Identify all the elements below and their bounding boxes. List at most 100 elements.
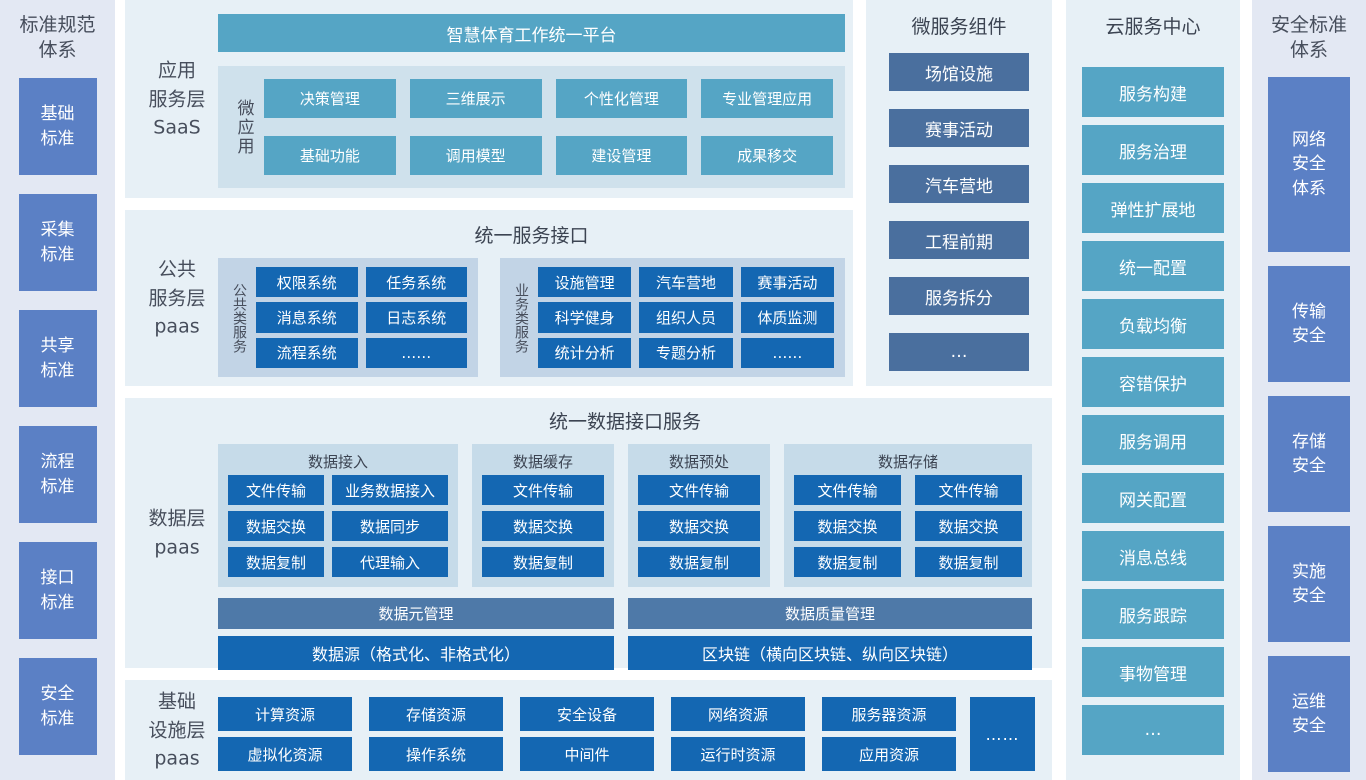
svc-task-system[interactable]: 任务系统 [365, 267, 467, 298]
standards-spec-panel: 标准规范 体系 基础 标准 采集 标准 共享 标准 流程 标准 接口 标准 安全… [0, 0, 115, 780]
cloud-fault-tolerance[interactable]: 容错保护 [1082, 357, 1224, 407]
svc-scientific-fitness[interactable]: 科学健身 [538, 302, 632, 333]
standard-item-collection[interactable]: 采集 标准 [18, 194, 97, 292]
svc-fitness-monitoring[interactable]: 体质监测 [740, 302, 834, 333]
ds-file-transfer-2[interactable]: 文件传输 [915, 475, 1022, 505]
ms-service-split[interactable]: 服务拆分 [889, 277, 1029, 315]
app-deliverables-transfer[interactable]: 成果移交 [701, 136, 833, 175]
svc-statistical-analysis[interactable]: 统计分析 [538, 337, 632, 368]
ds-data-exchange-2[interactable]: 数据交换 [915, 511, 1022, 541]
cloud-load-balancing[interactable]: 负载均衡 [1082, 299, 1224, 349]
platform-title-bar[interactable]: 智慧体育工作统一平台 [218, 14, 845, 52]
res-security-device[interactable]: 安全设备 [520, 697, 654, 731]
ms-venue-facility[interactable]: 场馆设施 [889, 53, 1029, 91]
da-data-replication[interactable]: 数据复制 [228, 547, 324, 577]
svc-permission-system[interactable]: 权限系统 [256, 267, 358, 298]
cloud-message-bus[interactable]: 消息总线 [1082, 531, 1224, 581]
svc-log-system[interactable]: 日志系统 [365, 302, 467, 333]
data-access-title: 数据接入 [307, 453, 368, 471]
app-3d-display[interactable]: 三维展示 [409, 79, 542, 118]
app-professional-mgmt[interactable]: 专业管理应用 [701, 79, 833, 118]
security-standards-title: 安全标准 体系 [1270, 14, 1347, 62]
res-middleware[interactable]: 中间件 [520, 737, 654, 771]
data-source-row: 数据源（格式化、非格式化） 区块链（横向区块链、纵向区块链） [218, 636, 1032, 670]
app-personalized-mgmt[interactable]: 个性化管理 [555, 79, 688, 118]
dc-file-transfer[interactable]: 文件传输 [482, 475, 604, 505]
cloud-transaction-mgmt[interactable]: 事物管理 [1082, 647, 1224, 697]
data-storage-grid: 文件传输 文件传输 数据交换 数据交换 数据复制 数据复制 [794, 475, 1022, 577]
res-os[interactable]: 操作系统 [369, 737, 503, 771]
res-virtualization[interactable]: 虚拟化资源 [218, 737, 352, 771]
app-basic-functions[interactable]: 基础功能 [264, 136, 396, 175]
svc-facility-mgmt[interactable]: 设施管理 [538, 267, 632, 298]
infra-layer-content: 计算资源 存储资源 安全设备 网络资源 服务器资源 虚拟化资源 操作系统 中间件… [218, 680, 1035, 771]
app-decision-mgmt[interactable]: 决策管理 [264, 79, 396, 118]
dp-data-replication[interactable]: 数据复制 [638, 547, 760, 577]
res-runtime[interactable]: 运行时资源 [671, 737, 805, 771]
sec-storage-security[interactable]: 存储 安全 [1268, 396, 1350, 513]
data-layer-content: 统一数据接口服务 数据接入 文件传输 业务数据接入 数据交换 数据同步 数据复制… [218, 398, 1032, 670]
data-access-grid: 文件传输 业务数据接入 数据交换 数据同步 数据复制 代理输入 [228, 475, 448, 577]
standard-item-interface[interactable]: 接口 标准 [18, 542, 97, 640]
cloud-service-invocation[interactable]: 服务调用 [1082, 415, 1224, 465]
sec-transmission-security[interactable]: 传输 安全 [1268, 266, 1350, 383]
da-proxy-input[interactable]: 代理输入 [332, 547, 448, 577]
ms-more[interactable]: … [889, 333, 1029, 371]
data-source-bar[interactable]: 数据源（格式化、非格式化） [218, 636, 614, 670]
standard-item-sharing[interactable]: 共享 标准 [18, 310, 97, 408]
ms-auto-camp[interactable]: 汽车营地 [889, 165, 1029, 203]
app-construction-mgmt[interactable]: 建设管理 [555, 136, 688, 175]
sec-ops-security[interactable]: 运维 安全 [1268, 656, 1350, 773]
res-storage[interactable]: 存储资源 [369, 697, 503, 731]
security-standards-list: 网络 安全 体系 传输 安全 存储 安全 实施 安全 运维 安全 [1268, 77, 1350, 773]
sec-implementation-security[interactable]: 实施 安全 [1268, 526, 1350, 643]
da-data-sync[interactable]: 数据同步 [332, 511, 448, 541]
cloud-elastic-scaling[interactable]: 弹性扩展地 [1082, 183, 1224, 233]
cloud-service-tracking[interactable]: 服务跟踪 [1082, 589, 1224, 639]
svc-topic-analysis[interactable]: 专题分析 [639, 337, 733, 368]
res-more[interactable]: …… [970, 697, 1035, 771]
res-server[interactable]: 服务器资源 [822, 697, 956, 731]
standard-item-process[interactable]: 流程 标准 [18, 426, 97, 524]
microservices-list: 场馆设施 赛事活动 汽车营地 工程前期 服务拆分 … [866, 53, 1052, 371]
svc-org-personnel[interactable]: 组织人员 [639, 302, 733, 333]
standard-item-security[interactable]: 安全 标准 [18, 658, 97, 756]
data-layer-label: 数据层 paas [148, 507, 206, 559]
data-quality-mgmt-bar[interactable]: 数据质量管理 [628, 598, 1032, 629]
res-application[interactable]: 应用资源 [822, 737, 956, 771]
ds-data-replication-2[interactable]: 数据复制 [915, 547, 1022, 577]
res-network[interactable]: 网络资源 [671, 697, 805, 731]
ds-data-replication-1[interactable]: 数据复制 [794, 547, 901, 577]
cloud-service-build[interactable]: 服务构建 [1082, 67, 1224, 117]
dp-file-transfer[interactable]: 文件传输 [638, 475, 760, 505]
ds-data-exchange-1[interactable]: 数据交换 [794, 511, 901, 541]
sec-network-security[interactable]: 网络 安全 体系 [1268, 77, 1350, 253]
svc-business-more[interactable]: …… [740, 337, 834, 368]
svc-workflow-system[interactable]: 流程系统 [256, 337, 358, 368]
dp-data-exchange[interactable]: 数据交换 [638, 511, 760, 541]
ms-project-preliminary[interactable]: 工程前期 [889, 221, 1029, 259]
standard-item-basic[interactable]: 基础 标准 [18, 78, 97, 176]
cloud-unified-config[interactable]: 统一配置 [1082, 241, 1224, 291]
dc-data-exchange[interactable]: 数据交换 [482, 511, 604, 541]
svc-auto-camp[interactable]: 汽车营地 [639, 267, 733, 298]
da-business-data-access[interactable]: 业务数据接入 [332, 475, 448, 505]
micro-apps-grid: 决策管理 三维展示 个性化管理 专业管理应用 基础功能 调用模型 建设管理 成果… [264, 79, 833, 175]
cloud-service-governance[interactable]: 服务治理 [1082, 125, 1224, 175]
blockchain-bar[interactable]: 区块链（横向区块链、纵向区块链） [628, 636, 1032, 670]
micro-apps-panel: 微应用 决策管理 三维展示 个性化管理 专业管理应用 基础功能 调用模型 建设管… [218, 66, 845, 188]
dc-data-replication[interactable]: 数据复制 [482, 547, 604, 577]
da-file-transfer[interactable]: 文件传输 [228, 475, 324, 505]
ds-file-transfer-1[interactable]: 文件传输 [794, 475, 901, 505]
cloud-gateway-config[interactable]: 网关配置 [1082, 473, 1224, 523]
metadata-mgmt-bar[interactable]: 数据元管理 [218, 598, 614, 629]
res-compute[interactable]: 计算资源 [218, 697, 352, 731]
ms-event-activity[interactable]: 赛事活动 [889, 109, 1029, 147]
cloud-more[interactable]: … [1082, 705, 1224, 755]
app-layer-label: 应用 服务层 SaaS [148, 59, 206, 139]
svc-message-system[interactable]: 消息系统 [256, 302, 358, 333]
svc-more[interactable]: …… [365, 337, 467, 368]
svc-event-activity[interactable]: 赛事活动 [740, 267, 834, 298]
app-model-invocation[interactable]: 调用模型 [409, 136, 542, 175]
da-data-exchange[interactable]: 数据交换 [228, 511, 324, 541]
